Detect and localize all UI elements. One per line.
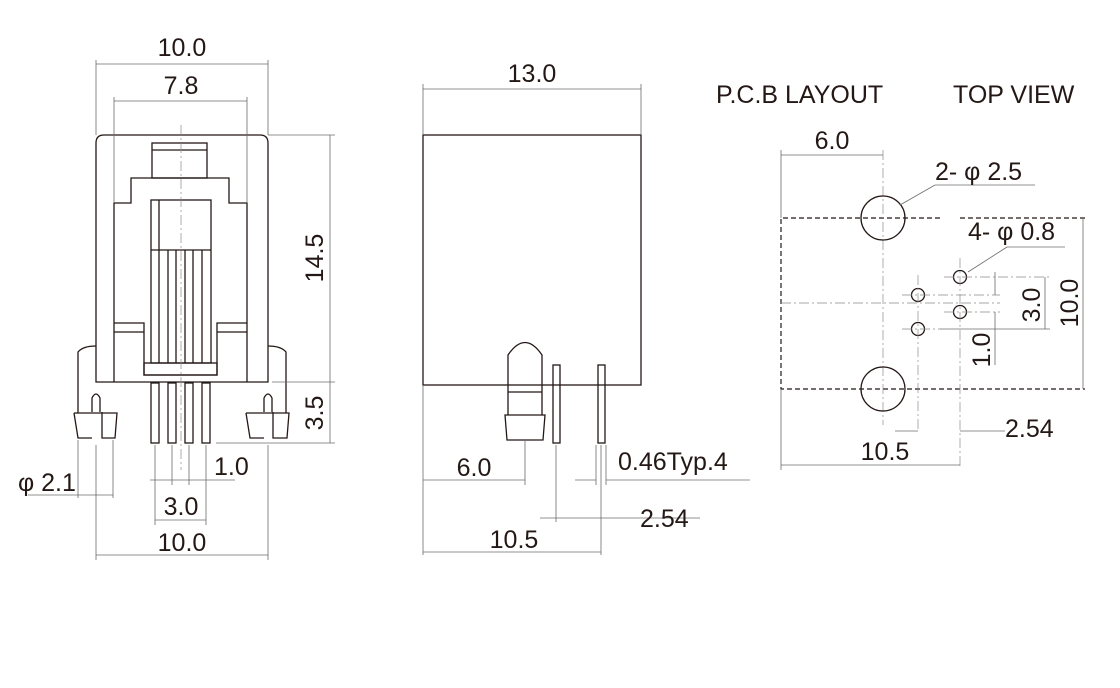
footprint-outline (780, 217, 1085, 390)
dim-pin-span: 3.0 (164, 493, 199, 521)
pcb-layout: P.C.B LAYOUT TOP VIEW 6.0 2- φ 2.5 4- (716, 81, 1085, 470)
dim-pcb-row-pitch: 2.54 (1005, 415, 1054, 443)
peg-hole (860, 366, 906, 412)
dim-side-length: 13.0 (508, 60, 557, 88)
dim-peg-diameter: φ 2.1 (18, 469, 76, 497)
dim-opening-width: 7.8 (164, 72, 199, 100)
dim-row-pitch: 2.54 (640, 505, 689, 533)
side-pin (597, 364, 606, 444)
dim-pcb-pin-span: 3.0 (1018, 288, 1046, 323)
dim-pcb-peg-offset: 6.0 (815, 127, 850, 155)
dim-pcb-height: 10.0 (1056, 279, 1084, 328)
dim-pin-width: 0.46Typ.4 (618, 448, 728, 476)
plug-opening (113, 177, 248, 382)
dim-width-bottom: 10.0 (158, 529, 207, 557)
dim-width-top: 10.0 (158, 34, 207, 62)
label-peg-holes: 2- φ 2.5 (935, 158, 1022, 186)
dim-side-peg-offset: 6.0 (457, 454, 492, 482)
dim-pcb-pin-pitch: 1.0 (968, 333, 996, 368)
label-pin-holes: 4- φ 0.8 (968, 218, 1055, 246)
side-view: 13.0 6.0 0.46Typ.4 2.54 10.5 (422, 60, 750, 555)
dim-pin-length: 3.5 (301, 396, 329, 431)
side-pin (552, 364, 561, 444)
dim-pcb-pin-offset: 10.5 (861, 438, 910, 466)
dim-body-height: 14.5 (301, 234, 329, 283)
side-peg (504, 341, 546, 441)
latch-block (151, 142, 208, 179)
pcb-title: P.C.B LAYOUT (716, 81, 883, 109)
dim-pin-pitch: 1.0 (214, 453, 249, 481)
front-pins (150, 382, 211, 444)
peg-hole (860, 195, 906, 241)
side-body-outline (422, 134, 642, 386)
view-label: TOP VIEW (953, 81, 1075, 109)
contacts (151, 200, 211, 363)
mounting-pegs (73, 345, 290, 439)
dim-side-pin-offset: 10.5 (490, 526, 539, 554)
front-view: 10.0 7.8 14.5 3.5 1.0 φ 2.1 3.0 10.0 (18, 34, 335, 560)
front-body-outline (95, 134, 269, 383)
